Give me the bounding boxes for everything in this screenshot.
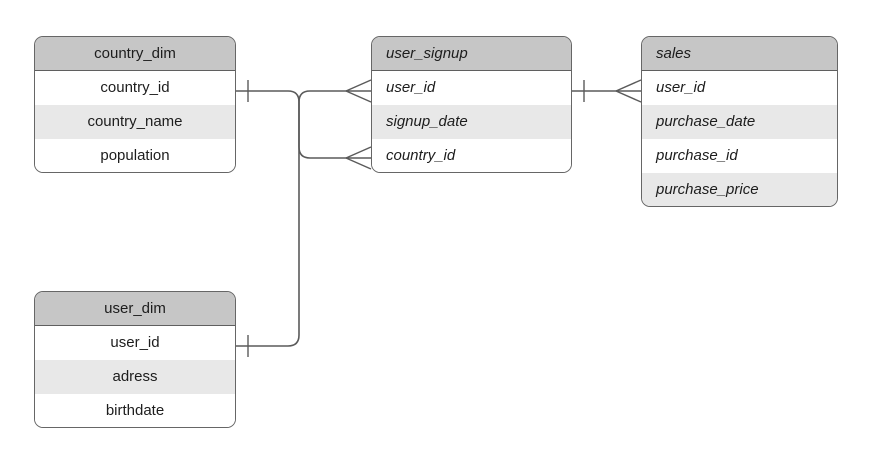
entity-user-signup-field-signup-date[interactable]: signup_date bbox=[372, 105, 571, 139]
edge-path-user-dim bbox=[236, 102, 300, 347]
entity-user-signup-title: user_signup bbox=[372, 37, 571, 71]
entity-user-dim-title: user_dim bbox=[35, 292, 235, 326]
edge-path-country-dim-upper-branch bbox=[298, 90, 346, 103]
entity-user-dim-field-adress[interactable]: adress bbox=[35, 360, 235, 394]
entity-country-dim[interactable]: country_dim country_id country_name popu… bbox=[34, 36, 236, 173]
entity-sales-field-purchase-id[interactable]: purchase_id bbox=[642, 139, 837, 173]
entity-sales-title: sales bbox=[642, 37, 837, 71]
edge-path-country-dim bbox=[236, 90, 346, 159]
cardinality-many-user-signup-user-id bbox=[345, 79, 372, 103]
entity-sales-field-purchase-price[interactable]: purchase_price bbox=[642, 173, 837, 206]
entity-sales[interactable]: sales user_id purchase_date purchase_id … bbox=[641, 36, 838, 207]
entity-user-dim-field-user-id[interactable]: user_id bbox=[35, 326, 235, 360]
cardinality-many-sales-user-id bbox=[615, 79, 642, 103]
entity-user-dim[interactable]: user_dim user_id adress birthdate bbox=[34, 291, 236, 428]
entity-sales-field-user-id[interactable]: user_id bbox=[642, 71, 837, 105]
entity-user-dim-field-birthdate[interactable]: birthdate bbox=[35, 394, 235, 427]
entity-sales-field-purchase-date[interactable]: purchase_date bbox=[642, 105, 837, 139]
entity-country-dim-field-country-name[interactable]: country_name bbox=[35, 105, 235, 139]
entity-user-signup-field-user-id[interactable]: user_id bbox=[372, 71, 571, 105]
entity-user-signup-field-country-id[interactable]: country_id bbox=[372, 139, 571, 172]
entity-country-dim-field-country-id[interactable]: country_id bbox=[35, 71, 235, 105]
cardinality-many-user-signup-country-id bbox=[345, 146, 372, 170]
entity-user-signup[interactable]: user_signup user_id signup_date country_… bbox=[371, 36, 572, 173]
entity-country-dim-title: country_dim bbox=[35, 37, 235, 71]
relationship-country-dim-to-user-signup bbox=[236, 79, 372, 170]
relationship-user-dim-to-user-signup bbox=[236, 102, 300, 357]
relationship-user-signup-to-sales bbox=[572, 79, 642, 103]
entity-country-dim-field-population[interactable]: population bbox=[35, 139, 235, 172]
